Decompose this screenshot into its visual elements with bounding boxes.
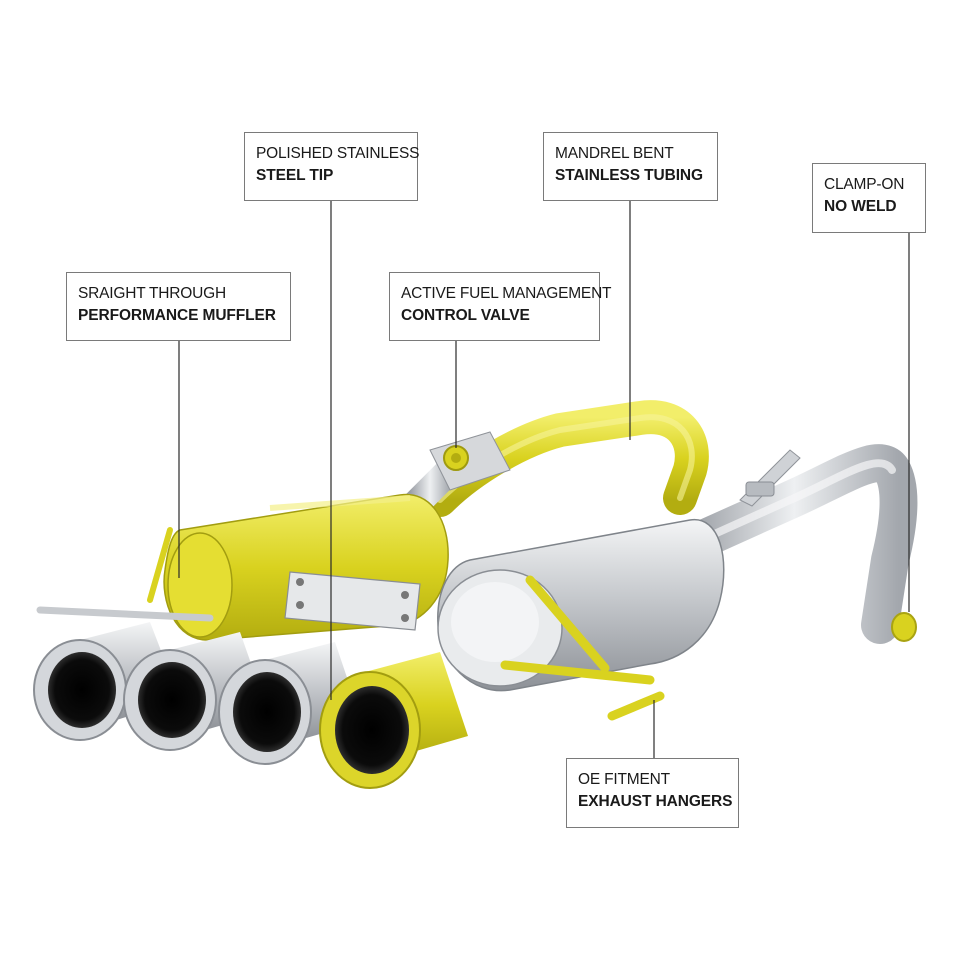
callout-performance-muffler: SRAIGHT THROUGH PERFORMANCE MUFFLER (66, 272, 291, 341)
muffler-right (437, 519, 725, 692)
callout-exhaust-hangers-line1: OE FITMENT (578, 771, 670, 788)
exhaust-tip-4-polished-steel (319, 652, 468, 789)
mounting-plate (284, 571, 421, 631)
callout-performance-muffler-line1: SRAIGHT THROUGH (78, 285, 226, 302)
leader-lines (178, 201, 910, 758)
callout-stainless-tubing-line2: STAINLESS TUBING (555, 167, 703, 184)
callout-control-valve-line2: CONTROL VALVE (401, 307, 530, 324)
callout-control-valve-line1: ACTIVE FUEL MANAGEMENT (401, 285, 612, 302)
callout-exhaust-hangers-line2: EXHAUST HANGERS (578, 793, 733, 810)
callout-control-valve: ACTIVE FUEL MANAGEMENT CONTROL VALVE (389, 272, 612, 341)
exhaust-tips (33, 622, 468, 789)
clamp-on-end (891, 612, 917, 642)
callout-clamp-on: CLAMP-ON NO WELD (812, 163, 926, 233)
control-valve (429, 431, 511, 491)
callout-stainless-tubing-line1: MANDREL BENT (555, 145, 674, 162)
callout-clamp-on-line2: NO WELD (824, 198, 897, 215)
callout-stainless-tubing: MANDREL BENT STAINLESS TUBING (543, 132, 718, 201)
callout-steel-tip: POLISHED STAINLESS STEEL TIP (244, 132, 420, 201)
exhaust-hangers (36, 527, 665, 721)
exhaust-tip-1 (33, 622, 180, 741)
callout-clamp-on-line1: CLAMP-ON (824, 176, 905, 193)
callout-exhaust-hangers: OE FITMENT EXHAUST HANGERS (566, 758, 739, 828)
callout-steel-tip-line1: POLISHED STAINLESS (256, 145, 420, 162)
callout-steel-tip-line2: STEEL TIP (256, 167, 334, 184)
stainless-pipe-right (671, 444, 918, 644)
callout-performance-muffler-line2: PERFORMANCE MUFFLER (78, 307, 276, 324)
exhaust-tip-3 (218, 642, 362, 765)
